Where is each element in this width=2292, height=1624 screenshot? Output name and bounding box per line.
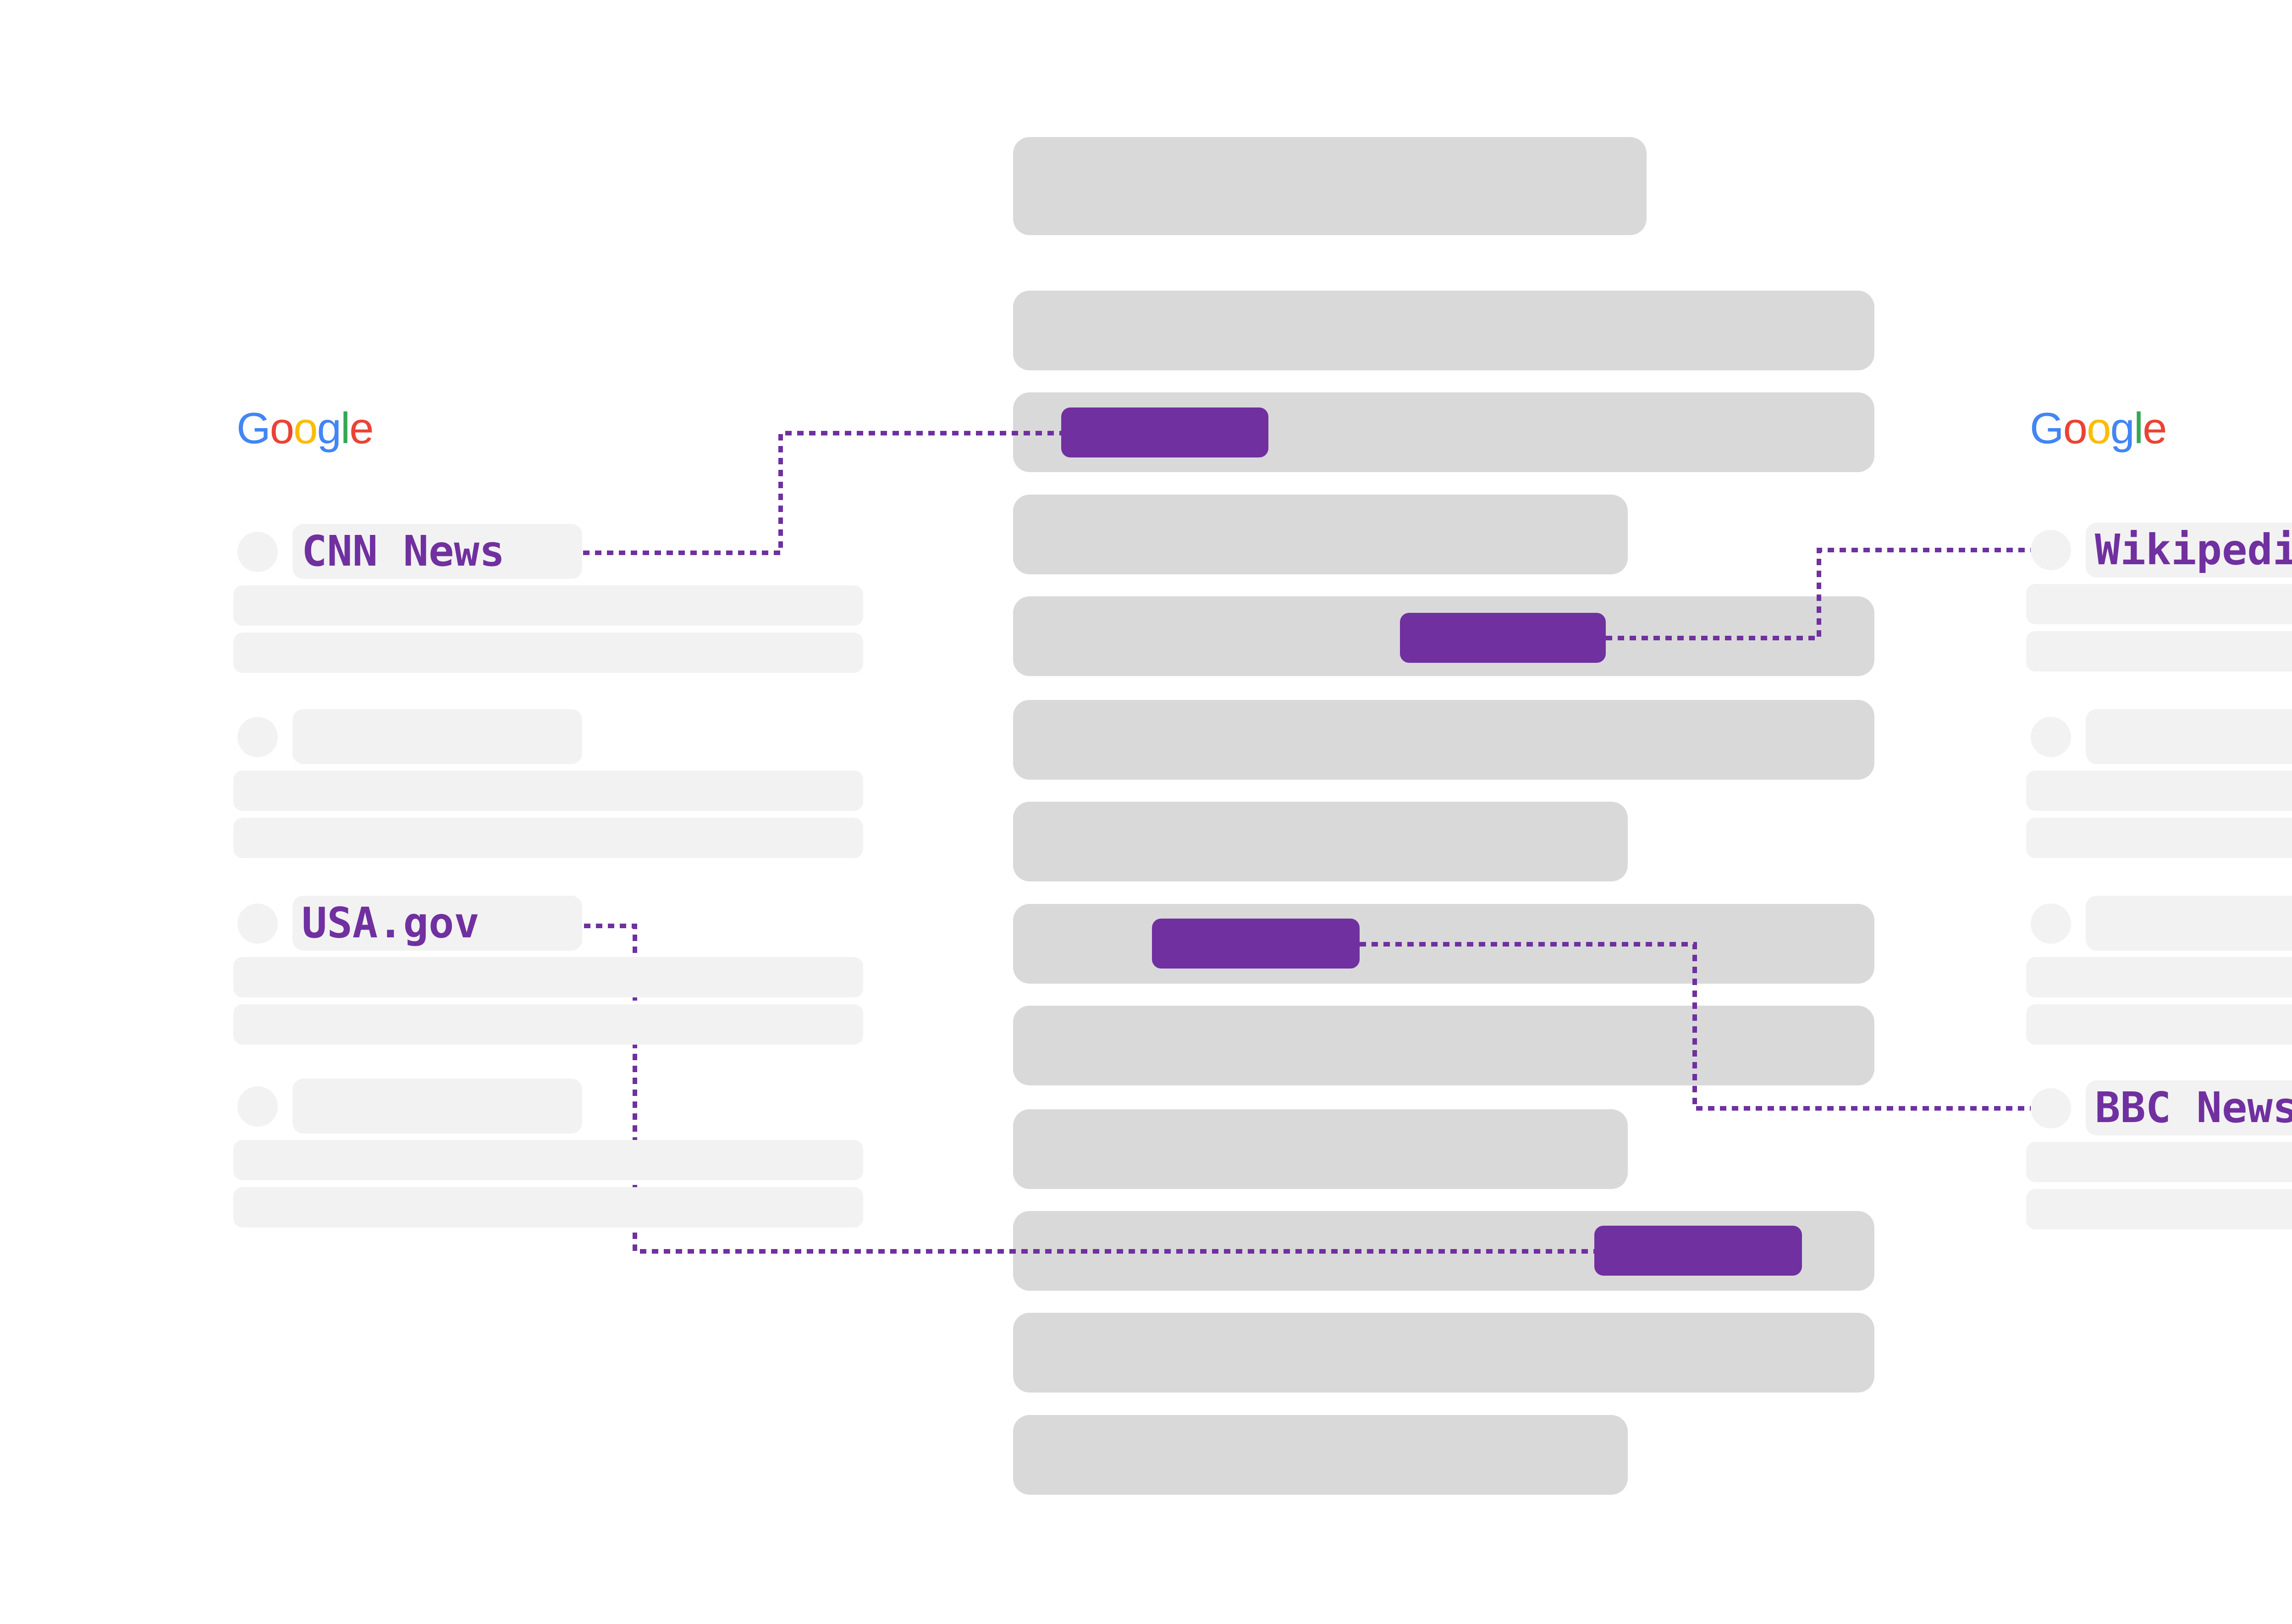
- result-title-text: Wikipedia: [2095, 525, 2292, 574]
- logo-letter: o: [2087, 404, 2111, 453]
- highlight-bbc[interactable]: [1152, 919, 1360, 969]
- search-result-title-wikipedia[interactable]: Wikipedia: [2086, 523, 2292, 578]
- snippet-line: [233, 1004, 863, 1045]
- snippet-line: [233, 585, 863, 626]
- google-logo-right: Google: [2030, 403, 2167, 454]
- snippet-line: [2026, 957, 2292, 997]
- search-result-title-usagov[interactable]: USA.gov: [292, 896, 582, 951]
- favicon-placeholder: [2031, 530, 2071, 570]
- snippet-line: [2026, 1142, 2292, 1182]
- logo-letter: G: [237, 404, 271, 453]
- search-result-title-bbc[interactable]: BBC News: [2086, 1080, 2292, 1135]
- snippet-line: [2026, 1004, 2292, 1045]
- logo-letter: g: [317, 404, 341, 453]
- search-result-title-placeholder[interactable]: [2086, 709, 2292, 764]
- logo-letter: e: [2143, 404, 2167, 453]
- snippet-line: [233, 957, 863, 997]
- favicon-placeholder: [237, 717, 278, 757]
- logo-letter: o: [2063, 404, 2088, 453]
- highlight-wikipedia[interactable]: [1400, 613, 1606, 663]
- snippet-line: [2026, 631, 2292, 672]
- result-title-text: BBC News: [2095, 1083, 2292, 1132]
- snippet-line: [2026, 818, 2292, 858]
- favicon-placeholder: [237, 1086, 278, 1127]
- document-line-1: [1013, 291, 1874, 370]
- logo-letter: l: [2133, 404, 2143, 453]
- document-title-bar: [1013, 137, 1647, 235]
- connector-bbc: [1360, 942, 2031, 1111]
- document-line-11: [1013, 1313, 1874, 1393]
- snippet-line: [233, 633, 863, 673]
- logo-letter: o: [293, 404, 318, 453]
- document-line-6: [1013, 802, 1628, 881]
- logo-letter: g: [2110, 404, 2134, 453]
- result-title-text: USA.gov: [302, 898, 479, 947]
- logo-letter: l: [340, 404, 350, 453]
- logo-letter: e: [349, 404, 374, 453]
- highlight-usagov[interactable]: [1594, 1226, 1802, 1276]
- logo-letter: o: [270, 404, 294, 453]
- document-line-12: [1013, 1415, 1628, 1495]
- connector-wikipedia: [1606, 548, 2031, 640]
- search-result-title-cnn[interactable]: CNN News: [292, 524, 582, 579]
- snippet-line: [233, 771, 863, 811]
- search-result-title-placeholder[interactable]: [292, 1079, 582, 1134]
- document-line-5: [1013, 700, 1874, 780]
- snippet-line: [233, 818, 863, 858]
- snippet-line: [233, 1140, 863, 1180]
- result-title-text: CNN News: [302, 527, 505, 576]
- favicon-placeholder: [237, 903, 278, 944]
- favicon-placeholder: [2031, 717, 2071, 757]
- favicon-placeholder: [2031, 903, 2071, 944]
- favicon-placeholder: [2031, 1088, 2071, 1129]
- logo-letter: G: [2030, 404, 2064, 453]
- snippet-line: [233, 1187, 863, 1228]
- document-line-9: [1013, 1109, 1628, 1189]
- highlight-cnn[interactable]: [1061, 407, 1268, 457]
- favicon-placeholder: [237, 532, 278, 572]
- google-logo-left: Google: [237, 403, 374, 454]
- search-result-title-placeholder[interactable]: [2086, 896, 2292, 951]
- snippet-line: [2026, 1189, 2292, 1229]
- snippet-line: [2026, 771, 2292, 811]
- snippet-line: [2026, 584, 2292, 624]
- document-line-8: [1013, 1006, 1874, 1085]
- connector-cnn: [500, 431, 1061, 555]
- search-result-title-placeholder[interactable]: [292, 709, 582, 764]
- document-line-3: [1013, 495, 1628, 574]
